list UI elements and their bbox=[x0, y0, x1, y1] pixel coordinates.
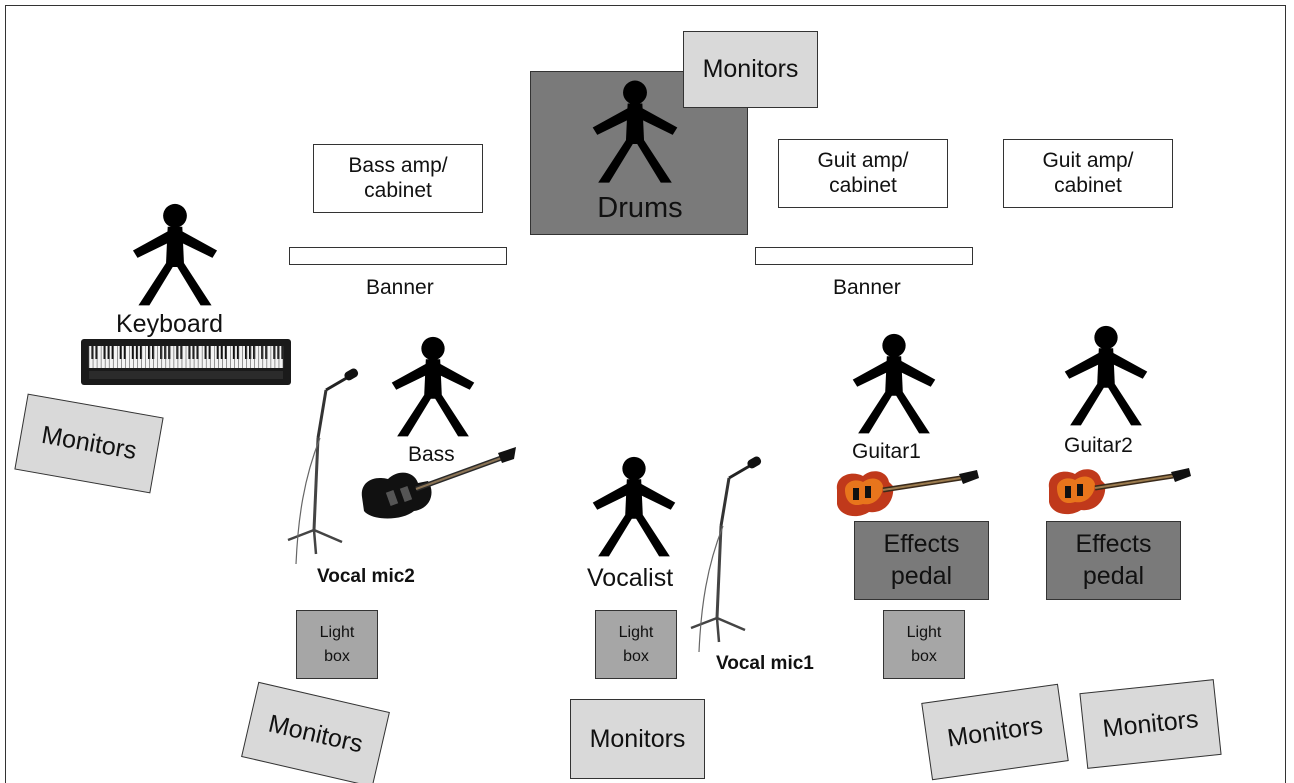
guitar2-effects-pedal: Effects pedal bbox=[1046, 521, 1181, 600]
banner-left-label: Banner bbox=[366, 276, 434, 299]
stage-border bbox=[5, 5, 1286, 783]
guit-amp-cabinet-2: Guit amp/ cabinet bbox=[1003, 139, 1173, 208]
guitar1-label: Guitar1 bbox=[852, 440, 921, 463]
guitar1-electric-guitar-icon bbox=[831, 460, 981, 520]
drums-label: Drums bbox=[597, 192, 683, 224]
drum-monitors-label: Monitors bbox=[702, 55, 799, 83]
bass-player-person-icon bbox=[391, 336, 475, 437]
light-box-right-label: Light box bbox=[906, 624, 942, 665]
drum-monitors: Monitors bbox=[683, 31, 818, 108]
banner-right bbox=[755, 247, 973, 265]
guitar2-player-person-icon bbox=[1064, 325, 1148, 426]
light-box-left-label: Light box bbox=[319, 624, 355, 665]
guitar1-player-person-icon bbox=[852, 333, 936, 434]
vocalist-person-icon bbox=[592, 456, 676, 557]
keyboard-monitors-label: Monitors bbox=[39, 420, 139, 466]
vocalist-label: Vocalist bbox=[587, 564, 674, 592]
banner-right-label: Banner bbox=[833, 276, 901, 299]
bass-guitar-icon bbox=[361, 447, 516, 519]
bass-amp-label: Bass amp/ cabinet bbox=[348, 154, 448, 202]
guitar2-electric-guitar-icon bbox=[1043, 458, 1193, 518]
keyboard-label: Keyboard bbox=[116, 310, 224, 338]
bass-monitors-label: Monitors bbox=[265, 709, 366, 759]
keyboard-icon bbox=[81, 339, 291, 385]
bass-amp-cabinet: Bass amp/ cabinet bbox=[313, 144, 483, 213]
vocalist-monitors-label: Monitors bbox=[589, 724, 686, 753]
guitar1-effects-pedal-label: Effects pedal bbox=[883, 530, 960, 590]
drummer-person-icon bbox=[592, 80, 678, 183]
guitar1-monitors-label: Monitors bbox=[945, 710, 1045, 753]
vocal-mic1-stand-icon bbox=[689, 453, 765, 654]
keyboard-player-person-icon bbox=[132, 203, 218, 306]
light-box-right: Light box bbox=[883, 610, 965, 679]
banner-left bbox=[289, 247, 507, 265]
guit-amp-cabinet-1: Guit amp/ cabinet bbox=[778, 139, 948, 208]
guit-amp-2-label: Guit amp/ cabinet bbox=[1042, 149, 1134, 197]
guitar1-effects-pedal: Effects pedal bbox=[854, 521, 989, 600]
guit-amp-1-label: Guit amp/ cabinet bbox=[817, 149, 909, 197]
light-box-left: Light box bbox=[296, 610, 378, 679]
light-box-center-label: Light box bbox=[618, 624, 654, 665]
vocal-mic2-stand-icon bbox=[286, 365, 362, 566]
guitar2-label: Guitar2 bbox=[1064, 434, 1133, 457]
guitar2-monitors: Monitors bbox=[1079, 679, 1222, 769]
guitar2-monitors-label: Monitors bbox=[1101, 704, 1200, 743]
vocal-mic1-label: Vocal mic1 bbox=[716, 653, 814, 674]
light-box-center: Light box bbox=[595, 610, 677, 679]
vocalist-monitors: Monitors bbox=[570, 699, 705, 779]
guitar2-effects-pedal-label: Effects pedal bbox=[1075, 530, 1152, 590]
bass-label: Bass bbox=[408, 443, 455, 466]
vocal-mic2-label: Vocal mic2 bbox=[317, 566, 415, 587]
